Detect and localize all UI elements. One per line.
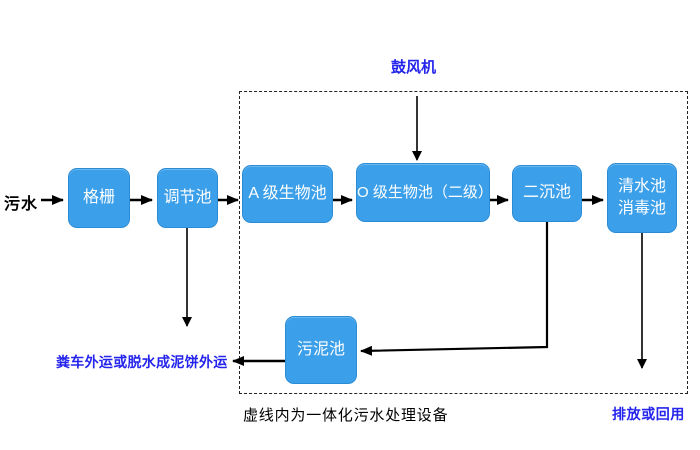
node-regulating-tank-label: 调节池 xyxy=(163,188,212,206)
node-a-bio-tank: A 级生物池 xyxy=(242,165,333,223)
node-clear-water-disinfection-tank: 清水池 消毒池 xyxy=(607,163,677,233)
node-regulating-tank: 调节池 xyxy=(157,168,218,228)
node-disinfection-tank-label: 消毒池 xyxy=(617,200,666,217)
discharge-or-reuse-label: 排放或回用 xyxy=(612,406,685,422)
sludge-disposal-label: 粪车外运或脱水成泥饼外运 xyxy=(56,354,228,370)
node-sludge-tank-label: 污泥池 xyxy=(296,340,345,358)
node-o-bio-tank-label: O 级生物池（二级） xyxy=(357,184,493,201)
node-secondary-sedimentation-tank: 二沉池 xyxy=(512,165,582,222)
sewage-source-label: 污水 xyxy=(4,196,39,213)
integrated-equipment-dashed-boundary xyxy=(239,91,688,394)
node-a-bio-tank-label: A 级生物池 xyxy=(248,184,327,202)
node-o-bio-tank: O 级生物池（二级） xyxy=(356,163,493,222)
node-sludge-tank: 污泥池 xyxy=(285,316,357,384)
dashed-box-caption: 虚线内为一体化污水处理设备 xyxy=(243,407,449,424)
node-secondary-sedimentation-tank-label: 二沉池 xyxy=(522,184,571,202)
blower-label: 鼓风机 xyxy=(391,59,437,76)
node-grille-label: 格栅 xyxy=(82,188,115,206)
node-clear-water-tank-label: 清水池 xyxy=(617,177,666,195)
node-grille: 格栅 xyxy=(68,168,130,228)
arrow-sedimentation-to-sludge xyxy=(360,222,549,356)
